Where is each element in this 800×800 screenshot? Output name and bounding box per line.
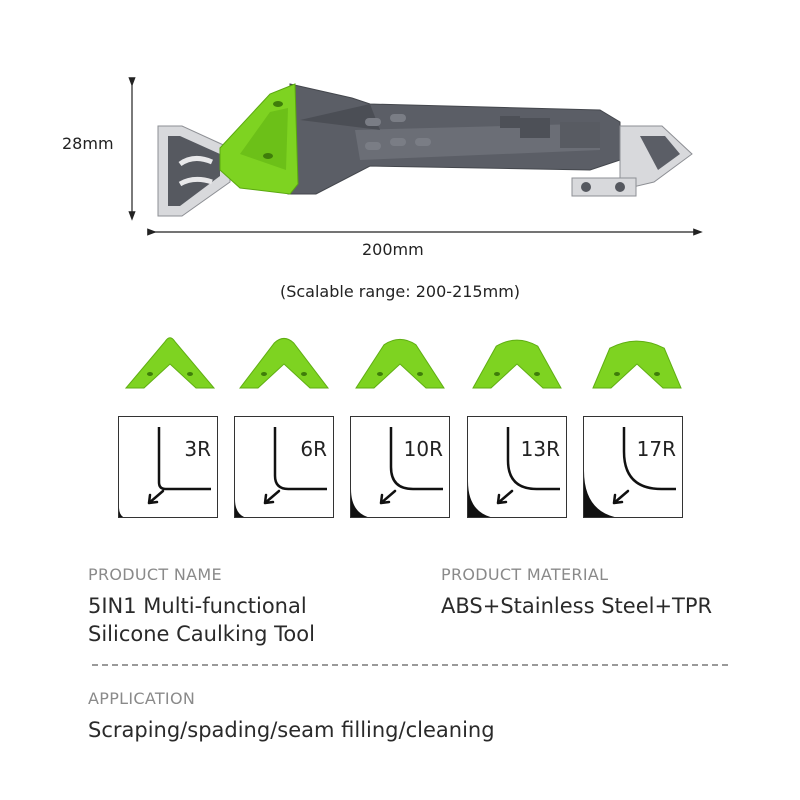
scraper-head-6r	[238, 337, 330, 389]
corner-profile-line	[389, 427, 443, 491]
product-name-label: PRODUCT NAME	[88, 565, 222, 584]
product-material-label: PRODUCT MATERIAL	[441, 565, 609, 584]
width-dimension-label: 200mm	[362, 240, 424, 259]
radius-diagram	[119, 427, 211, 517]
pointer-arrow-icon	[263, 489, 281, 505]
pointer-arrow-icon	[147, 489, 165, 505]
corner-profile-line	[273, 427, 327, 491]
filled-radius-profile	[351, 489, 368, 517]
dashed-divider	[92, 664, 728, 666]
radius-box-6r: 6R	[234, 416, 334, 518]
radius-label: 3R	[184, 437, 211, 461]
product-name-line2: Silicone Caulking Tool	[88, 622, 315, 646]
filled-radius-profile	[468, 481, 491, 517]
application-label: APPLICATION	[88, 689, 196, 708]
radius-box-13r: 13R	[467, 416, 567, 518]
stainless-tip	[571, 125, 693, 197]
radius-label: 17R	[636, 437, 676, 461]
pointer-arrow-icon	[379, 489, 397, 505]
scalable-range-note: (Scalable range: 200-215mm)	[279, 282, 521, 301]
pointer-arrow-icon	[612, 489, 630, 505]
filled-radius-profile	[584, 470, 615, 517]
radius-box-17r: 17R	[583, 416, 683, 518]
scraper-head-13r	[472, 339, 562, 389]
product-name-line1: 5IN1 Multi-functional	[88, 594, 307, 618]
filled-radius-profile	[235, 499, 245, 517]
scraper-head-3r	[124, 337, 216, 389]
radius-box-3r: 3R	[118, 416, 218, 518]
corner-profile-line	[157, 427, 211, 491]
application-value: Scraping/spading/seam filling/cleaning	[88, 718, 495, 742]
corner-profile-line	[622, 427, 676, 491]
height-dimension-label: 28mm	[62, 134, 114, 153]
radius-box-10r: 10R	[350, 416, 450, 518]
radius-diagram	[235, 427, 327, 517]
radius-label: 10R	[403, 437, 443, 461]
product-material-value: ABS+Stainless Steel+TPR	[441, 594, 713, 618]
radius-label: 13R	[520, 437, 560, 461]
radius-diagram	[584, 427, 676, 517]
scraper-head-10r	[355, 338, 445, 389]
filled-radius-profile	[119, 507, 124, 517]
tool-handle	[287, 83, 621, 195]
caulking-tool-illustration	[128, 77, 703, 236]
product-name-value: 5IN1 Multi-functional Silicone Caulking …	[88, 592, 408, 648]
scraper-head-17r	[592, 340, 682, 389]
radius-diagram	[468, 427, 560, 517]
scraper-blade	[157, 125, 231, 217]
tpr-green-corner	[219, 83, 299, 195]
radius-diagram	[351, 427, 443, 517]
radius-label: 6R	[300, 437, 327, 461]
pointer-arrow-icon	[496, 489, 514, 505]
corner-profile-line	[506, 427, 560, 491]
